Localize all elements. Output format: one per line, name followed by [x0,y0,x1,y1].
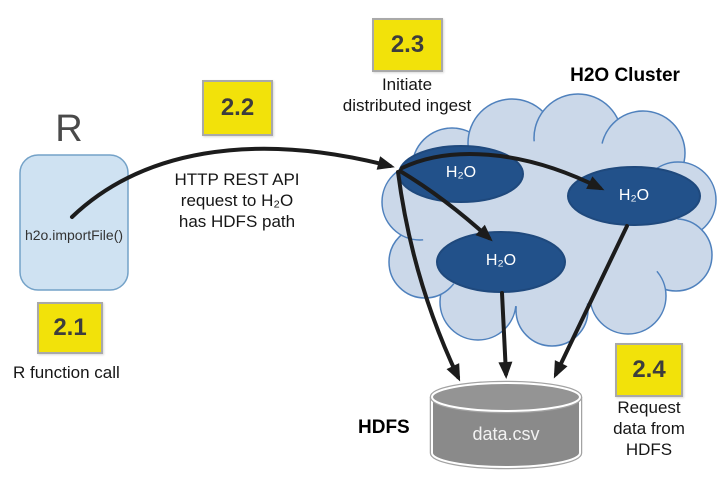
caption-request-data: Request data from HDFS [613,398,685,459]
arrow-node2-to-hdfs [498,291,513,379]
hdfs-cylinder [429,380,583,470]
arrow-node1-to-hdfs [396,170,461,382]
arrow-node3-to-hdfs [553,224,629,379]
step-badge-2-4: 2.4 [615,343,683,397]
step-badge-2-1: 2.1 [37,302,103,354]
caption-initiate-ingest: Initiate distributed ingest [342,75,472,115]
cluster-title: H2O Cluster [570,65,680,86]
r-function-code: h2o.importFile() [24,227,124,243]
arrow-node1-to-node2 [398,169,493,242]
step-badge-2-3: 2.3 [372,18,443,72]
caption-http-rest-api: HTTP REST API request to H₂O has HDFS pa… [174,170,300,231]
h2o-node-2-label: H₂O [485,252,517,269]
h2o-node-3-label: H₂O [618,187,650,204]
step-badge-2-2: 2.2 [202,80,273,136]
h2o-node-1-label: H₂O [445,164,477,181]
hdfs-label: HDFS [358,417,410,438]
hdfs-file-label: data.csv [472,424,540,444]
arrow-node1-to-node3 [400,152,605,191]
arrow-r-to-cluster [70,146,395,219]
caption-r-function-call: R function call [13,363,120,382]
r-client-title: R [55,108,83,150]
r-client-box [19,154,129,291]
